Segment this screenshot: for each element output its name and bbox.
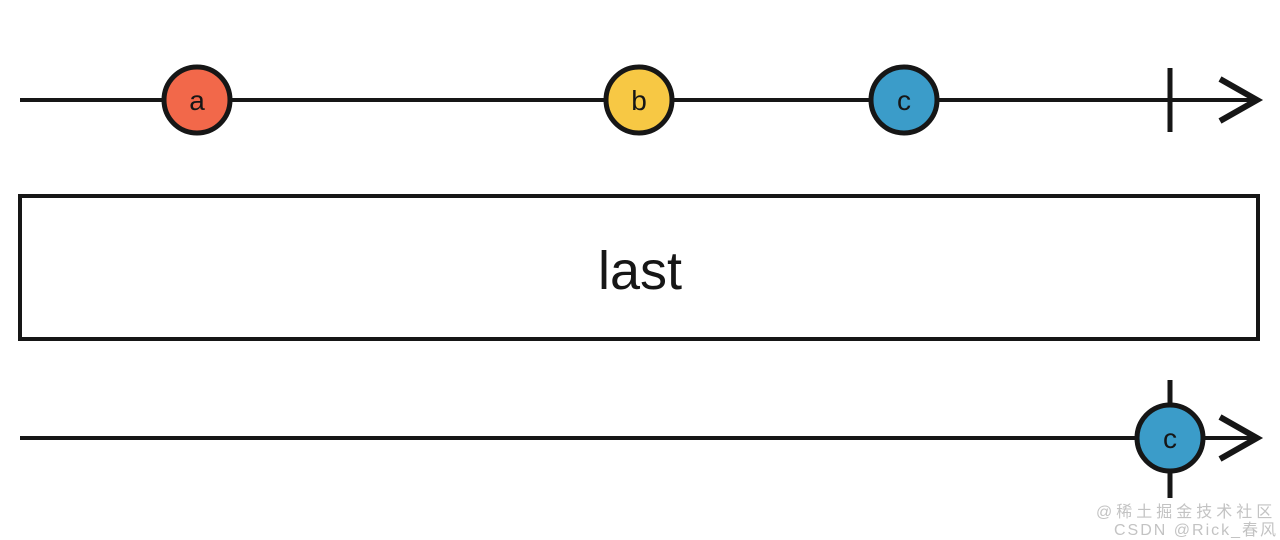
- output-timeline: c: [20, 380, 1264, 498]
- marble-c: c: [868, 64, 940, 136]
- marble-a-circle: [161, 64, 233, 136]
- watermark-line1: @稀土掘金技术社区: [1096, 503, 1276, 521]
- marble-b: b: [603, 64, 675, 136]
- marble-a-label: a: [189, 85, 205, 116]
- marble-c-label: c: [897, 85, 911, 116]
- marble-b-circle: [603, 64, 675, 136]
- marble-a: a: [161, 64, 233, 136]
- marble-b-label: b: [631, 85, 647, 116]
- source-timeline: a b c: [20, 64, 1264, 136]
- marble-c-output-label: c: [1163, 423, 1177, 454]
- marble-c-circle: [868, 64, 940, 136]
- marble-c-output-circle: [1134, 402, 1206, 474]
- operator-box: last: [18, 194, 1260, 341]
- source-arrowhead-icon: [1218, 76, 1264, 124]
- watermark-line2: CSDN @Rick_春风: [1114, 521, 1278, 539]
- operator-rect: [18, 194, 1260, 341]
- marble-c-output: c: [1134, 402, 1206, 474]
- watermark: @稀土掘金技术社区 CSDN @Rick_春风: [1096, 503, 1278, 539]
- output-arrowhead-icon: [1218, 414, 1264, 462]
- operator-label: last: [598, 241, 682, 301]
